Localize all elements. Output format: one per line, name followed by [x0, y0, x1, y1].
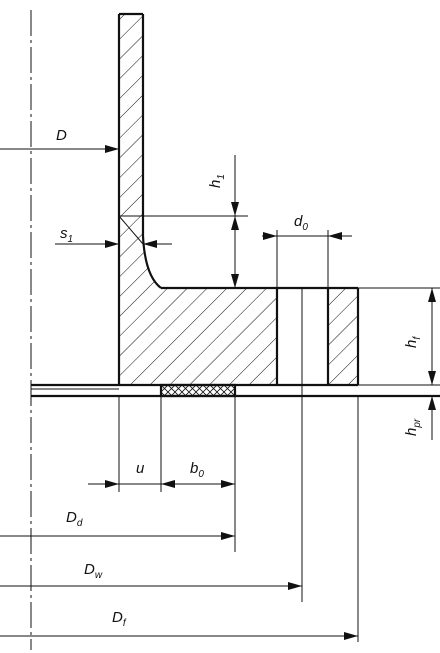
- extension-lines: [118, 215, 440, 642]
- dimension-Df: [0, 632, 358, 640]
- gasket: [159, 383, 237, 398]
- label-D: D: [56, 127, 67, 144]
- dimension-u-b0: [88, 480, 235, 488]
- label-Dd: Dd: [66, 509, 83, 529]
- dimension-hpr: [428, 396, 436, 440]
- label-Df: Df: [112, 609, 127, 629]
- dimension-D: [0, 145, 119, 153]
- weld-joint: [118, 215, 162, 289]
- dimension-hf: [428, 288, 436, 385]
- pipe-wall: [117, 12, 145, 236]
- dimension-Dd: [0, 532, 235, 540]
- label-b0: b0: [190, 460, 204, 480]
- dimension-d0: [262, 232, 352, 240]
- label-u: u: [136, 460, 145, 477]
- dimension-Dw: [0, 582, 302, 590]
- label-d0: d0: [294, 213, 308, 233]
- label-hpr: hpr: [403, 418, 423, 436]
- dimension-s1: [55, 240, 172, 248]
- label-s1: s1: [60, 225, 73, 245]
- label-h1: h1: [207, 174, 227, 188]
- label-Dw: Dw: [84, 561, 103, 581]
- label-hf: hf: [403, 336, 423, 348]
- dimension-h1: [231, 155, 239, 288]
- flange-ring: [117, 216, 360, 387]
